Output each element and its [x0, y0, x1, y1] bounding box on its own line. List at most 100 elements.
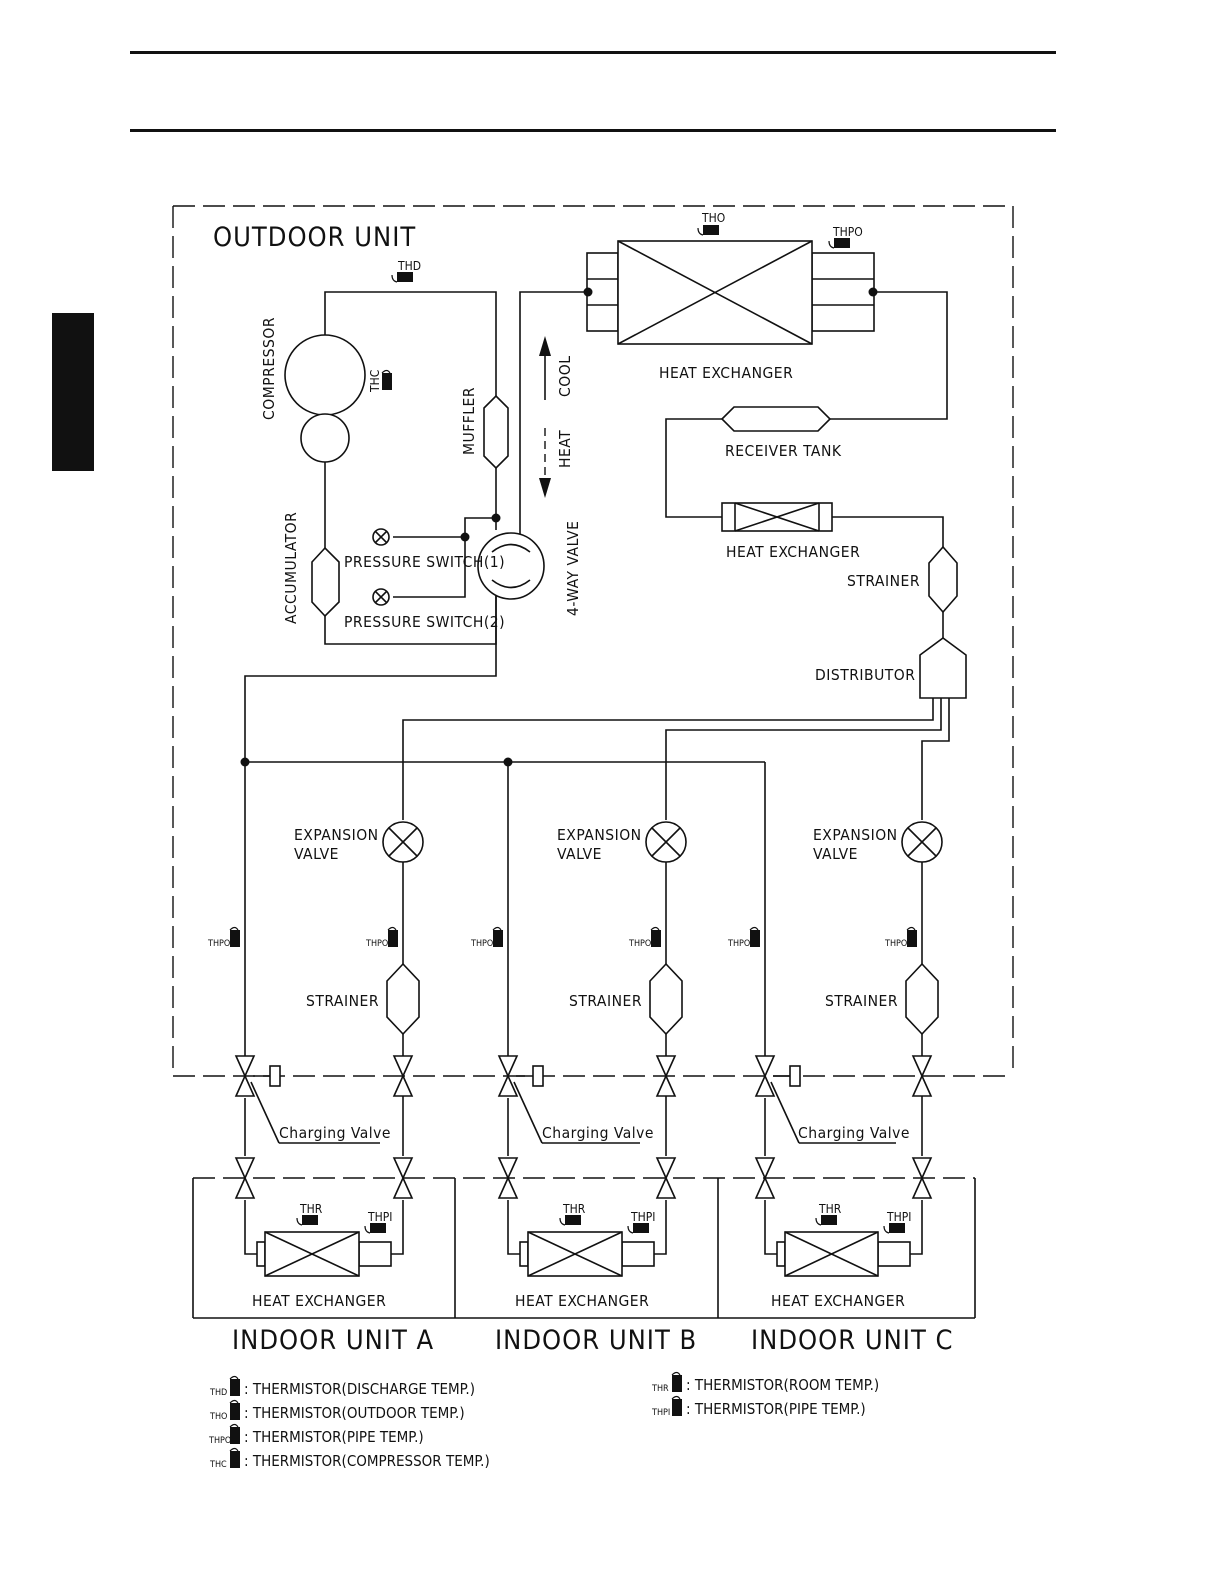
legend-tho-text: : THERMISTOR(OUTDOOR TEMP.) — [244, 1404, 465, 1422]
tho-tag: THO — [701, 211, 725, 225]
thd-tag: THD — [397, 259, 421, 273]
junction-dot — [868, 287, 878, 297]
expansion-valve-b-label-2: VALVE — [557, 845, 602, 863]
thermistor-icon — [815, 1214, 838, 1226]
strainer-c-label: STRAINER — [825, 992, 898, 1010]
charging-valve-b-label: Charging Valve — [542, 1124, 654, 1142]
four-way-valve — [477, 532, 545, 600]
pressure-switch-1-label: PRESSURE SWITCH(1) — [344, 553, 505, 571]
indoor-heat-exchanger-a-label: HEAT EXCHANGER — [252, 1292, 386, 1310]
thpo-tag: THPO — [470, 939, 493, 949]
legend: THD : THERMISTOR(DISCHARGE TEMP.) THO : … — [208, 1371, 879, 1470]
section-thumb-tab — [52, 313, 94, 471]
indoor-unit-b-label: INDOOR UNIT B — [495, 1325, 697, 1356]
junction-dot — [240, 757, 250, 767]
strainer-b — [649, 963, 683, 1035]
thermistor-icon — [559, 1214, 582, 1226]
thr-tag: THR — [562, 1202, 586, 1216]
thpi-tag: THPI — [367, 1210, 392, 1224]
charging-valve-a-label: Charging Valve — [279, 1124, 391, 1142]
header-top-rule — [130, 51, 1056, 54]
legend-thc-text: : THERMISTOR(COMPRESSOR TEMP.) — [244, 1452, 490, 1470]
compressor-label: COMPRESSOR — [260, 317, 278, 420]
thermistor-icon — [229, 1447, 241, 1469]
thpo-tag: THPO — [727, 939, 750, 949]
expansion-valve-icon — [645, 821, 687, 863]
outdoor-unit-boundary — [172, 205, 1014, 1077]
heat-label: HEAT — [556, 430, 574, 468]
distributor — [919, 637, 967, 699]
outdoor-strainer-label: STRAINER — [847, 572, 920, 590]
thermistor-icon — [391, 271, 414, 283]
thr-tag: THR — [299, 1202, 323, 1216]
thc-tag: THC — [368, 370, 382, 393]
legend-thpi-text: : THERMISTOR(PIPE TEMP.) — [686, 1400, 866, 1418]
indoor-heat-exchanger-c — [764, 1200, 923, 1277]
thpo-tag: THPO — [884, 939, 907, 949]
legend-thd-tag: THD — [209, 1388, 227, 1398]
expansion-valve-a-label-2: VALVE — [294, 845, 339, 863]
cool-label: COOL — [556, 356, 574, 397]
junction-dot — [460, 532, 470, 542]
thpi-tag: THPI — [630, 1210, 655, 1224]
sub-heat-exchanger — [721, 502, 833, 532]
legend-thr-text: : THERMISTOR(ROOM TEMP.) — [686, 1376, 879, 1394]
branch-c — [764, 862, 923, 1156]
thermistor-icon — [650, 926, 662, 948]
thr-tag: THR — [818, 1202, 842, 1216]
junction-dot — [503, 757, 513, 767]
thermistor-icon — [749, 926, 761, 948]
strainer-b-label: STRAINER — [569, 992, 642, 1010]
indoor-unit-a-label: INDOOR UNIT A — [232, 1325, 434, 1356]
thpo-tag: THPO — [628, 939, 651, 949]
thermistor-icon — [883, 1222, 906, 1234]
flow-arrow-icon — [539, 336, 551, 498]
legend-thr-tag: THR — [651, 1384, 669, 1394]
pressure-switch-1 — [372, 528, 390, 546]
expansion-valve-a-label-1: EXPANSION — [294, 826, 379, 844]
thermistor-icon — [697, 224, 720, 236]
indoor-heat-exchanger-c-label: HEAT EXCHANGER — [771, 1292, 905, 1310]
thermistor-icon — [627, 1222, 650, 1234]
strainer-a — [386, 963, 420, 1035]
legend-thpi-tag: THPI — [651, 1408, 670, 1418]
indoor-unit-boundaries — [192, 1177, 976, 1319]
thermistor-icon — [364, 1222, 387, 1234]
thermistor-icon — [906, 926, 918, 948]
expansion-valve-icon — [901, 821, 943, 863]
expansion-valve-c-label-2: VALVE — [813, 845, 858, 863]
expansion-valve-b-label-1: EXPANSION — [557, 826, 642, 844]
distributor-branches — [402, 698, 950, 820]
junction-dot — [583, 287, 593, 297]
junction-dot — [491, 513, 501, 523]
thpo-tag: THPO — [832, 225, 863, 239]
thermistor-icon — [296, 1214, 319, 1226]
thermistor-icon — [381, 369, 393, 391]
thermistor-icon — [229, 1375, 241, 1397]
receiver-tank-label: RECEIVER TANK — [725, 442, 842, 460]
legend-thpo-tag: THPO — [208, 1436, 231, 1446]
outdoor-heat-exchanger — [586, 240, 875, 345]
pressure-switch-2-label: PRESSURE SWITCH(2) — [344, 613, 505, 631]
thpo-tag: THPO — [365, 939, 388, 949]
outdoor-heat-exchanger-label: HEAT EXCHANGER — [659, 364, 793, 382]
compressor — [284, 334, 366, 463]
header-bottom-rule — [130, 129, 1056, 132]
thermistor-icon — [229, 1399, 241, 1421]
gas-header — [245, 761, 766, 1060]
thermistor-icon — [671, 1395, 683, 1417]
strainer-a-label: STRAINER — [306, 992, 379, 1010]
accumulator — [311, 546, 340, 618]
distributor-label: DISTRIBUTOR — [815, 666, 915, 684]
legend-thpo-text: : THERMISTOR(PIPE TEMP.) — [244, 1428, 424, 1446]
thpo-tag: THPO — [207, 939, 230, 949]
outdoor-strainer — [928, 545, 958, 614]
pressure-switch-2 — [372, 588, 390, 606]
charging-valve-c-label: Charging Valve — [798, 1124, 910, 1142]
four-way-valve-label: 4-WAY VALVE — [564, 521, 582, 616]
compressor-piping — [244, 291, 588, 1060]
thermistor-icon — [492, 926, 504, 948]
legend-tho-tag: THO — [209, 1412, 227, 1422]
thermistor-icon — [671, 1371, 683, 1393]
